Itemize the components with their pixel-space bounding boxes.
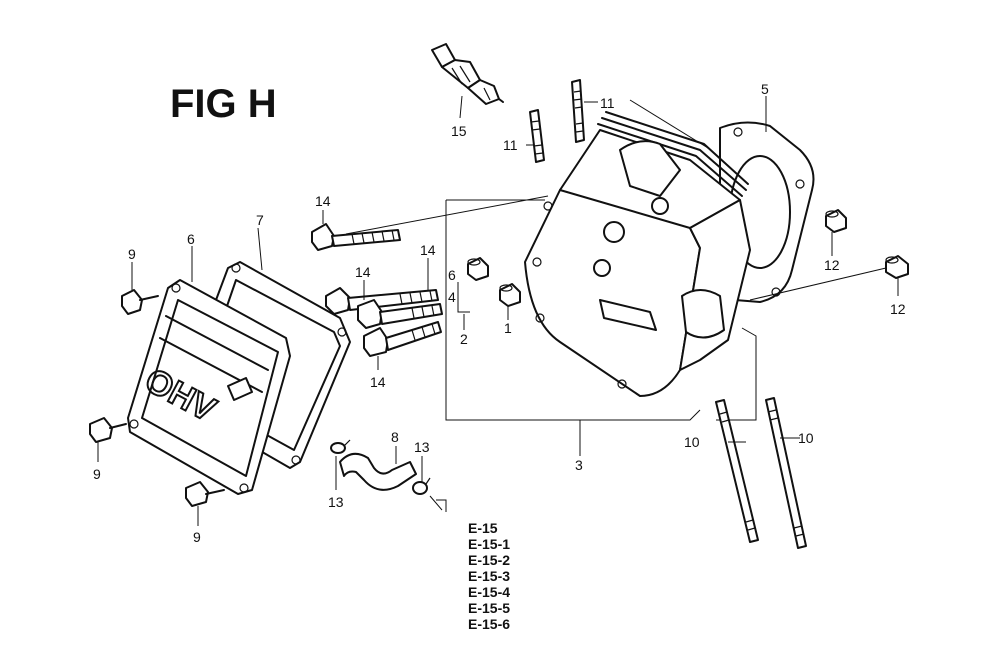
reference-item: E-15-4	[468, 584, 510, 600]
cover-bolt-9b	[89, 417, 127, 443]
breather-tube	[339, 452, 417, 491]
cover-bolt-9c	[185, 481, 225, 507]
dowel-pin-12b	[885, 255, 909, 279]
reference-list: E-15 E-15-1 E-15-2 E-15-3 E-15-4 E-15-5 …	[468, 520, 510, 632]
callout-13b: 13	[414, 439, 430, 455]
cylinder-head	[524, 111, 751, 397]
stud-10b	[765, 397, 807, 549]
callout-8: 8	[391, 429, 399, 445]
head-bolt-14a	[311, 223, 401, 251]
callout-13a: 13	[328, 494, 344, 510]
cover-bolt-9a	[121, 289, 159, 315]
callout-9a: 9	[128, 246, 136, 262]
callout-6: 6	[187, 231, 195, 247]
stud-10a	[715, 399, 759, 543]
spark-plug	[431, 43, 504, 105]
callout-14a: 14	[315, 193, 331, 209]
callout-14b: 14	[420, 242, 436, 258]
callout-14c: 14	[355, 264, 371, 280]
callout-10b: 10	[798, 430, 814, 446]
stud-11-upper	[571, 79, 585, 143]
callout-4: 4	[448, 289, 456, 305]
reference-item: E-15-2	[468, 552, 510, 568]
callout-12b: 12	[890, 301, 906, 317]
reference-item: E-15-3	[468, 568, 510, 584]
callout-10a: 10	[684, 434, 700, 450]
callout-7: 7	[256, 212, 264, 228]
callout-5: 5	[761, 81, 769, 97]
callout-1: 1	[504, 320, 512, 336]
head-bolt-14d	[363, 321, 442, 357]
callout-14d: 14	[370, 374, 386, 390]
callout-9c: 9	[193, 529, 201, 545]
stud-11-lower	[529, 109, 545, 163]
callout-3: 3	[575, 457, 583, 473]
callout-6-guide: 6	[448, 267, 456, 283]
callout-12a: 12	[824, 257, 840, 273]
head-cover: OHV	[127, 279, 291, 495]
callout-9b: 9	[93, 466, 101, 482]
tube-clip-13a	[330, 439, 351, 454]
callout-11-upper: 11	[600, 95, 615, 111]
dowel-pin-12a	[825, 209, 847, 233]
reference-item: E-15-6	[468, 616, 510, 632]
figure-title: FIG H	[170, 82, 277, 126]
callout-11-lower: 11	[503, 137, 518, 153]
valve-guide-6	[467, 257, 489, 281]
reference-item: E-15-5	[468, 600, 510, 616]
tube-clip-13b	[412, 477, 431, 495]
callout-15: 15	[451, 123, 467, 139]
valve-guide-1	[499, 283, 521, 307]
callout-2: 2	[460, 331, 468, 347]
reference-item: E-15-1	[468, 536, 510, 552]
reference-item: E-15	[468, 520, 498, 536]
head-bolt-14c	[357, 299, 443, 329]
